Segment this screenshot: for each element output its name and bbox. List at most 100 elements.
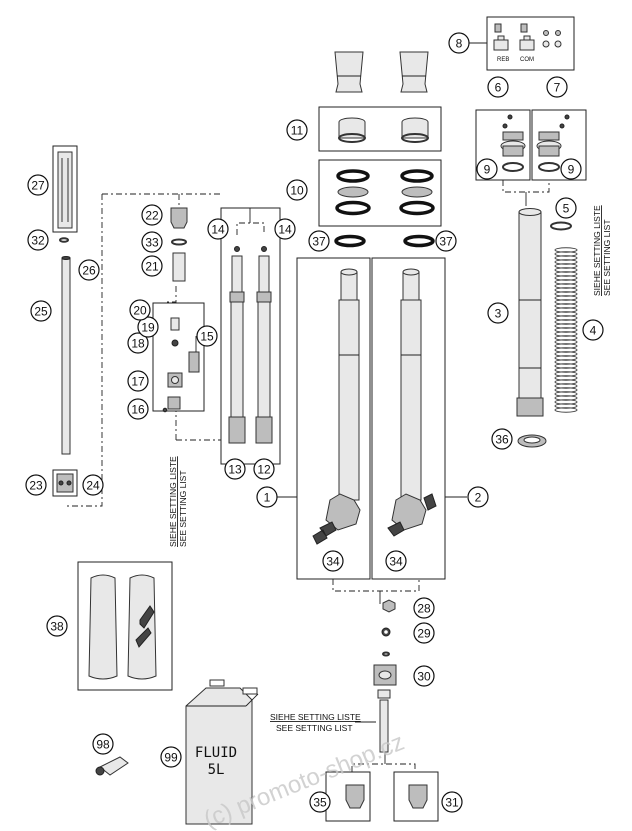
svg-text:19: 19 xyxy=(141,321,155,335)
svg-text:37: 37 xyxy=(439,235,453,249)
callout-27: 27 xyxy=(27,174,49,196)
svg-text:38: 38 xyxy=(50,620,64,634)
bushing-box-11 xyxy=(318,106,442,152)
callout-25: 25 xyxy=(30,300,52,322)
svg-text:29: 29 xyxy=(417,627,431,641)
o-ring-37-right xyxy=(403,234,435,248)
svg-text:16: 16 xyxy=(131,403,145,417)
setting-note-vertical-left: SIEHE SETTING LISTE SEE SETTING LIST xyxy=(168,456,188,547)
tool-27 xyxy=(57,151,73,229)
callout-16: 16 xyxy=(127,398,149,420)
setting-note-bottom-line2: SEE SETTING LIST xyxy=(276,723,353,733)
callout-14b: 14 xyxy=(274,218,296,240)
callout-29: 29 xyxy=(413,622,435,644)
svg-text:37: 37 xyxy=(312,235,326,249)
callout-33: 33 xyxy=(141,231,163,253)
svg-text:22: 22 xyxy=(145,209,159,223)
fork-leg-1 xyxy=(312,268,361,545)
svg-text:6: 6 xyxy=(495,81,502,95)
callout-14: 14 xyxy=(207,218,229,240)
setting-note-vertical-left-line1: SIEHE SETTING LISTE xyxy=(168,456,178,547)
svg-text:13: 13 xyxy=(228,463,242,477)
fork-cap-left xyxy=(500,114,526,172)
svg-text:9: 9 xyxy=(484,163,491,177)
reb-label: REB xyxy=(497,57,509,63)
callout-35: 35 xyxy=(309,791,331,813)
callout-23: 23 xyxy=(25,474,47,496)
cartridge-box xyxy=(220,207,281,465)
svg-text:14: 14 xyxy=(278,223,292,237)
callout-98: 98 xyxy=(92,733,114,755)
svg-text:3: 3 xyxy=(495,307,502,321)
oil-can-label-line2: 5L xyxy=(208,762,225,778)
svg-text:21: 21 xyxy=(145,260,159,274)
svg-text:8: 8 xyxy=(456,37,463,51)
callout-36: 36 xyxy=(491,428,513,450)
svg-text:99: 99 xyxy=(164,751,178,765)
svg-text:20: 20 xyxy=(133,304,147,318)
o-ring-37-left xyxy=(334,234,366,248)
guard-box-38 xyxy=(77,561,173,691)
callout-10: 10 xyxy=(286,179,308,201)
callout-2: 2 xyxy=(467,486,489,508)
callout-9: 9 xyxy=(476,158,498,180)
seals-10 xyxy=(335,169,435,216)
svg-text:23: 23 xyxy=(29,479,43,493)
o-ring-32 xyxy=(59,237,69,243)
callout-7: 7 xyxy=(546,76,568,98)
callout-32: 32 xyxy=(27,229,49,251)
setting-note-vertical-left-line2: SEE SETTING LIST xyxy=(178,470,188,547)
callout-30: 30 xyxy=(413,665,435,687)
callout-13: 13 xyxy=(224,458,246,480)
tool-box-27 xyxy=(52,145,78,233)
callout-1: 1 xyxy=(256,486,278,508)
callout-37: 37 xyxy=(308,230,330,252)
svg-text:28: 28 xyxy=(417,602,431,616)
svg-text:24: 24 xyxy=(86,479,100,493)
callout-24: 24 xyxy=(82,474,104,496)
svg-text:31: 31 xyxy=(445,796,459,810)
svg-text:35: 35 xyxy=(313,796,327,810)
svg-text:27: 27 xyxy=(31,179,45,193)
svg-text:30: 30 xyxy=(417,670,431,684)
adjuster-kit-box xyxy=(486,16,575,71)
callout-22: 22 xyxy=(141,204,163,226)
adjuster-kit-parts xyxy=(493,23,562,51)
setting-note-vertical-right: SIEHE SETTING LISTE SEE SETTING LIST xyxy=(592,205,612,296)
setting-note-bottom-line1: SIEHE SETTING LISTE xyxy=(270,712,361,722)
callout-6: 6 xyxy=(487,76,509,98)
fork-leg-box-1 xyxy=(296,257,371,580)
bushings-11 xyxy=(338,117,429,143)
svg-text:32: 32 xyxy=(31,234,45,248)
damper-parts xyxy=(162,207,200,413)
svg-text:12: 12 xyxy=(257,463,271,477)
callout-38: 38 xyxy=(46,615,68,637)
setting-note-vertical-right-line1: SIEHE SETTING LISTE xyxy=(592,205,602,296)
svg-text:98: 98 xyxy=(96,738,110,752)
callout-9b: 9 xyxy=(560,158,582,180)
svg-text:33: 33 xyxy=(145,236,159,250)
svg-text:17: 17 xyxy=(131,375,145,389)
rod-end-23-24 xyxy=(56,473,74,493)
seal-box-10 xyxy=(318,159,442,227)
fork-boots xyxy=(334,51,429,93)
cartridges xyxy=(228,246,273,444)
grease-tube-98 xyxy=(95,756,129,776)
damper-box xyxy=(152,302,205,412)
ring-5 xyxy=(550,221,572,231)
svg-text:7: 7 xyxy=(554,81,561,95)
setting-note-vertical-right-line2: SEE SETTING LIST xyxy=(602,219,612,296)
spring-4 xyxy=(554,247,578,413)
svg-text:36: 36 xyxy=(495,433,509,447)
callout-17: 17 xyxy=(127,370,149,392)
callout-37b: 37 xyxy=(435,230,457,252)
svg-text:25: 25 xyxy=(34,305,48,319)
callout-20: 20 xyxy=(129,299,151,321)
svg-text:26: 26 xyxy=(82,264,96,278)
svg-text:34: 34 xyxy=(389,555,403,569)
callout-19: 19 xyxy=(137,316,159,338)
svg-text:11: 11 xyxy=(291,124,304,138)
callout-99: 99 xyxy=(160,746,182,768)
